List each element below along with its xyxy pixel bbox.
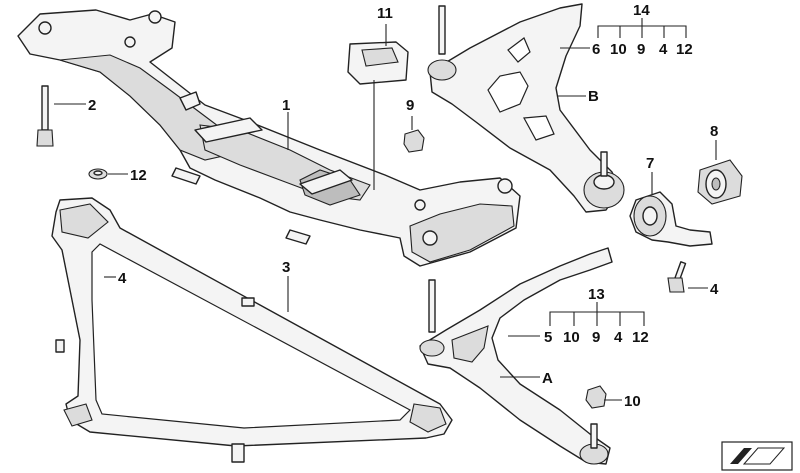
callout-1: 1	[282, 97, 290, 114]
callout-7: 7	[646, 155, 654, 172]
control-arm-part-a	[419, 247, 613, 465]
group-14-bracket	[597, 18, 687, 38]
callout-9: 9	[406, 97, 414, 114]
callout-b: B	[588, 88, 599, 105]
rubber-mount-part-11	[347, 41, 409, 85]
callout-2: 2	[88, 97, 96, 114]
group-14-item: 4	[659, 41, 668, 58]
group-14-title: 14	[633, 2, 650, 19]
group-14-item: 12	[676, 41, 693, 58]
thrust-brace-part-3	[51, 197, 453, 463]
callout-8: 8	[710, 123, 718, 140]
nut-part-10	[585, 385, 607, 409]
group-13-item: 9	[592, 329, 600, 346]
group-14-item: 10	[610, 41, 627, 58]
leader-lines	[54, 24, 717, 401]
callout-3: 3	[282, 259, 290, 276]
bolt-part-2	[36, 85, 54, 147]
group-13-title: 13	[588, 286, 605, 303]
group-14-item: 9	[637, 41, 645, 58]
group-13-item: 4	[614, 329, 623, 346]
callout-4-left: 4	[118, 270, 127, 287]
group-13-item: 12	[632, 329, 649, 346]
nut-part-9-top	[403, 129, 425, 153]
diagonal-stripe-logo-icon	[721, 441, 793, 471]
callout-4-right: 4	[710, 281, 719, 298]
control-arm-part-b	[427, 3, 625, 213]
callout-12: 12	[130, 167, 147, 184]
axle-carrier-part-1	[17, 9, 521, 267]
bolt-part-4-right	[667, 261, 687, 293]
group-13-item: 10	[563, 329, 580, 346]
group-13-item: 5	[544, 329, 552, 346]
rubber-bushing-part-8	[697, 159, 743, 205]
callout-11: 11	[377, 5, 393, 22]
callout-10: 10	[624, 393, 641, 410]
washer-part-12	[88, 168, 108, 180]
callout-a: A	[542, 370, 553, 387]
group-14-item: 6	[592, 41, 600, 58]
bearing-bracket-part-7	[629, 191, 713, 247]
group-13-bracket	[549, 302, 645, 326]
